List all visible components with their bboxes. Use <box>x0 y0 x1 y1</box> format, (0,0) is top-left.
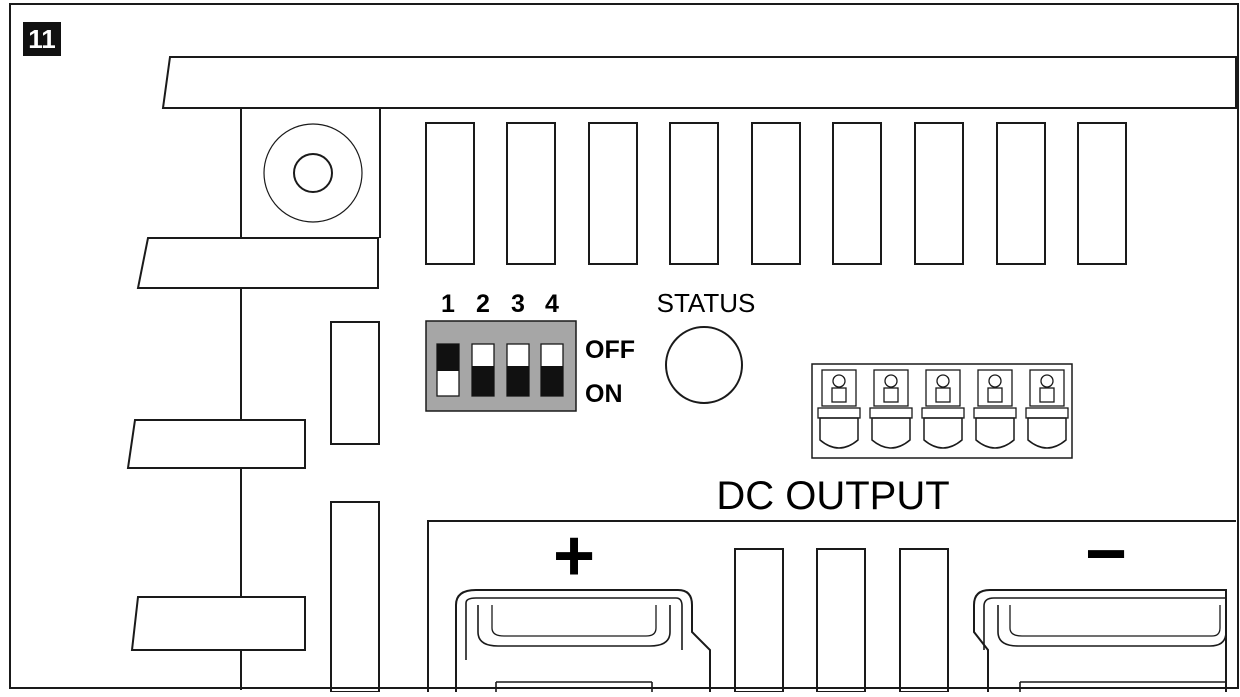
mounting-tab-lower <box>130 596 306 651</box>
dip-switch-toggle[interactable] <box>541 366 563 396</box>
signal-terminal-block <box>811 363 1073 459</box>
output-slot <box>816 548 866 693</box>
dip-position-label: 1 <box>441 290 455 318</box>
dip-switch-toggle[interactable] <box>472 366 494 396</box>
step-number: 11 <box>28 24 56 54</box>
plus-sign: + <box>553 516 595 596</box>
terminal-screw <box>1025 369 1069 449</box>
screw-icon <box>293 153 333 193</box>
dip-position-label: 4 <box>545 290 559 318</box>
vent-slot <box>751 122 801 265</box>
top-housing-plate <box>161 56 1237 109</box>
dip-off-label: OFF <box>585 336 635 364</box>
negative-terminal <box>973 589 1227 692</box>
dc-output-label: DC OUTPUT <box>716 474 949 518</box>
dip-switch-toggle[interactable] <box>507 366 529 396</box>
terminal-screw <box>817 369 861 449</box>
dc-output-panel <box>427 520 1236 692</box>
mounting-tab-upper <box>136 237 379 289</box>
side-slot-upper <box>330 321 380 445</box>
dip-switch[interactable] <box>425 320 577 412</box>
vent-slot <box>669 122 719 265</box>
output-slot <box>734 548 784 693</box>
vent-slot <box>506 122 556 265</box>
ventilation-slots <box>425 122 1127 265</box>
terminal-screw <box>973 369 1017 449</box>
dip-on-label: ON <box>585 380 623 408</box>
dip-switch-toggle[interactable] <box>437 344 459 371</box>
vent-slot <box>425 122 475 265</box>
step-badge <box>23 22 61 56</box>
dip-position-label: 2 <box>476 290 490 318</box>
minus-sign: − <box>1085 514 1127 594</box>
dip-position-label: 3 <box>511 290 525 318</box>
status-label: STATUS <box>657 288 756 318</box>
positive-terminal <box>455 589 711 692</box>
screw-mount-outer <box>263 123 363 223</box>
vent-slot <box>996 122 1046 265</box>
status-led-indicator <box>665 326 743 404</box>
outer-frame <box>9 3 1239 689</box>
terminal-screw <box>869 369 913 449</box>
vent-slot <box>588 122 638 265</box>
mounting-tab-middle <box>126 419 306 469</box>
terminal-screw <box>921 369 965 449</box>
output-slot <box>899 548 949 693</box>
side-slot-lower <box>330 501 380 693</box>
vent-slot <box>1077 122 1127 265</box>
vent-slot <box>914 122 964 265</box>
vent-slot <box>832 122 882 265</box>
